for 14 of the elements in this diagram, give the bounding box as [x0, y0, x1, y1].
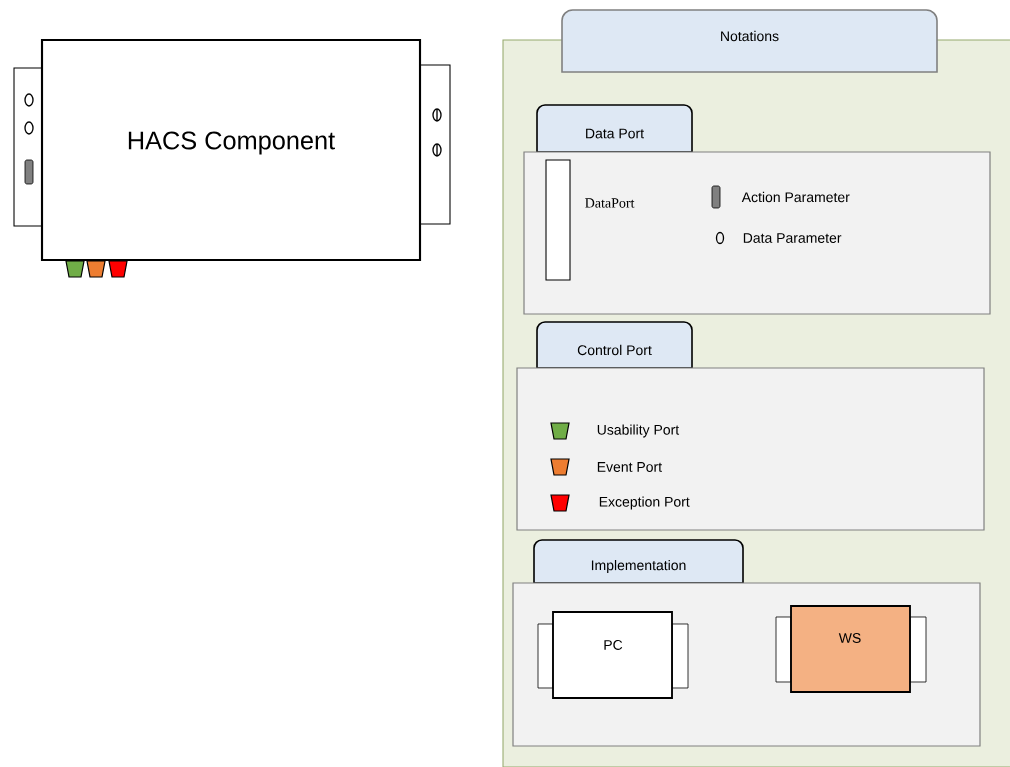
- component-box: WS: [775, 605, 927, 693]
- legend-item: Exception Port: [550, 494, 690, 512]
- legend-item: Data Parameter: [715, 231, 842, 245]
- port-bar: [545, 159, 571, 281]
- node-label: Implementation: [591, 559, 686, 574]
- legend-item: Action Parameter: [711, 185, 850, 209]
- node-label: Data Port: [586, 128, 644, 139]
- component-box: HACS Component: [13, 38, 451, 278]
- component-box: PC: [537, 611, 689, 699]
- node-label: Control Port: [577, 344, 652, 356]
- legend-item: Event Port: [550, 458, 662, 476]
- node-label: Notations: [721, 30, 779, 42]
- legend-item: Usability Port: [550, 422, 680, 440]
- port-label: DataPort: [585, 198, 635, 208]
